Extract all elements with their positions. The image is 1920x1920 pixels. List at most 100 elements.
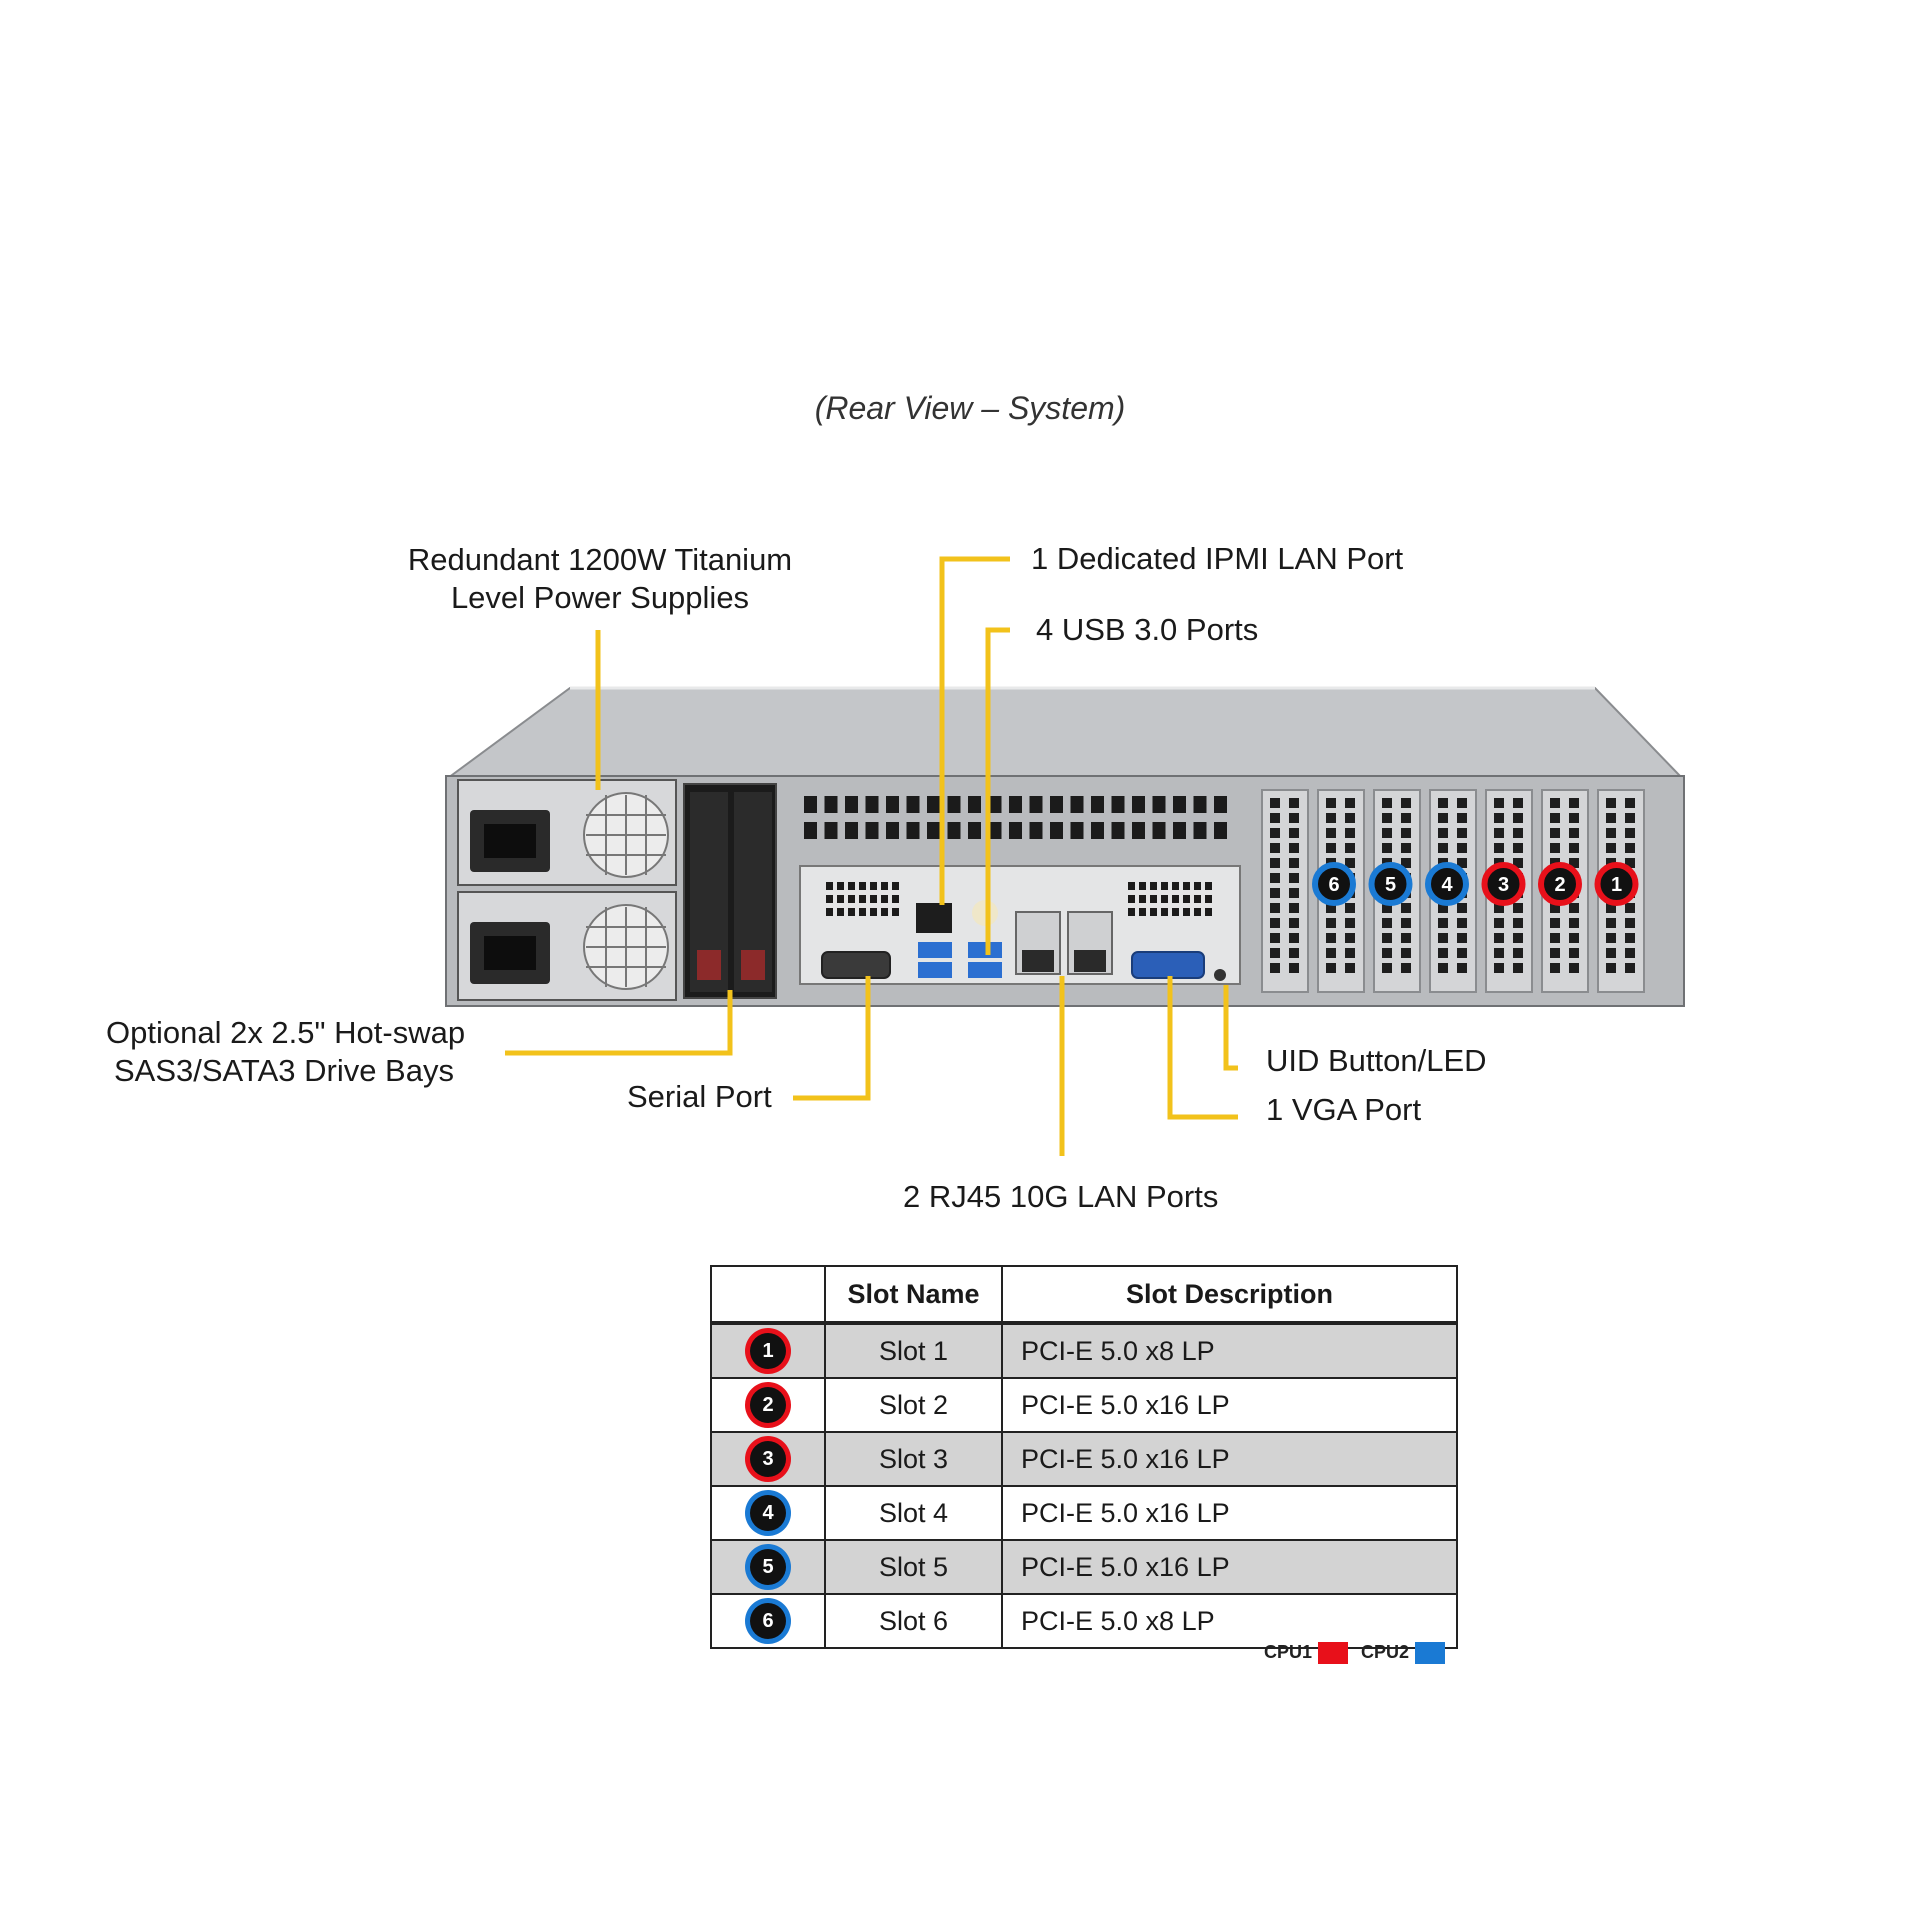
vent-hole xyxy=(1569,918,1579,928)
vent-hole xyxy=(1270,858,1280,868)
vent-hole xyxy=(1029,822,1043,839)
vent-hole xyxy=(1270,933,1280,943)
vent-hole xyxy=(1326,903,1336,913)
vent-hole xyxy=(1550,798,1560,808)
vent-hole xyxy=(1270,948,1280,958)
vent-hole xyxy=(1070,822,1084,839)
vent-hole xyxy=(1345,918,1355,928)
vent-hole xyxy=(1625,858,1635,868)
slot-desc-cell: PCI-E 5.0 x8 LP xyxy=(1001,1593,1458,1649)
vent-hole xyxy=(1132,796,1145,813)
vent-hole xyxy=(845,796,858,813)
vent-hole xyxy=(1194,908,1201,916)
usb-port-3 xyxy=(968,942,1002,958)
vent-hole xyxy=(1270,963,1280,973)
legend-cpu1-swatch xyxy=(1318,1642,1349,1665)
rear-slot-number: 6 xyxy=(1328,874,1339,896)
vent-hole xyxy=(1289,813,1299,823)
rear-slot-badge xyxy=(1425,862,1469,906)
psu-label: Redundant 1200W Titanium Level Power Sup… xyxy=(390,541,810,617)
table-row: 3 Slot 3 PCI-E 5.0 x16 LP xyxy=(710,1431,1458,1487)
vent-hole xyxy=(1270,873,1280,883)
vent-hole xyxy=(1550,828,1560,838)
vent-hole xyxy=(968,822,981,839)
vent-hole xyxy=(1513,918,1523,928)
vent-hole xyxy=(1326,948,1336,958)
vent-hole xyxy=(906,822,920,839)
vent-hole xyxy=(1345,858,1355,868)
vent-hole xyxy=(1183,882,1190,890)
vent-hole xyxy=(1625,903,1635,913)
vent-hole xyxy=(1569,963,1579,973)
vent-hole xyxy=(892,895,899,903)
vent-hole xyxy=(1606,963,1616,973)
vent-hole xyxy=(1438,948,1448,958)
vent-hole xyxy=(1550,933,1560,943)
vent-hole xyxy=(1289,873,1299,883)
legend-cpu2-label: CPU2 xyxy=(1361,1642,1410,1662)
vent-hole xyxy=(881,882,888,890)
vent-hole xyxy=(1625,813,1635,823)
vent-hole xyxy=(1382,813,1392,823)
vent-hole xyxy=(1401,963,1411,973)
usb-header xyxy=(972,900,998,926)
ipmi-label: 1 Dedicated IPMI LAN Port xyxy=(1031,541,1404,576)
ipmi-lan-port xyxy=(916,903,952,933)
vent-hole xyxy=(1139,895,1146,903)
rear-slot-number: 2 xyxy=(1554,874,1565,896)
vent-hole xyxy=(1606,798,1616,808)
vent-hole xyxy=(947,796,961,813)
vent-hole xyxy=(1382,963,1392,973)
vent-hole xyxy=(947,822,961,839)
vent-hole xyxy=(1205,882,1212,890)
table-row: 4 Slot 4 PCI-E 5.0 x16 LP xyxy=(710,1485,1458,1541)
vent-hole xyxy=(1091,796,1104,813)
io-vent-right xyxy=(1128,882,1212,916)
vent-hole xyxy=(1457,933,1467,943)
vent-hole xyxy=(1550,918,1560,928)
rear-slot-number: 4 xyxy=(1441,874,1453,896)
vent-hole xyxy=(848,895,855,903)
vent-hole xyxy=(1270,903,1280,913)
vent-hole xyxy=(1569,903,1579,913)
cpu-legend: CPU1 CPU2 xyxy=(1264,1642,1453,1665)
vent-hole xyxy=(826,908,833,916)
vent-hole xyxy=(1457,918,1467,928)
vent-hole xyxy=(1345,798,1355,808)
vga-label: 1 VGA Port xyxy=(1266,1092,1422,1127)
power-supply-2 xyxy=(457,891,677,1001)
vent-hole xyxy=(1438,798,1448,808)
vent-hole xyxy=(1625,843,1635,853)
table-row: 6 Slot 6 PCI-E 5.0 x8 LP xyxy=(710,1593,1458,1649)
vent-hole xyxy=(1345,828,1355,838)
vent-hole xyxy=(1009,796,1022,813)
vent-hole xyxy=(1382,798,1392,808)
slot-table: Slot Name Slot Description 1 Slot 1 PCI-… xyxy=(710,1265,1458,1649)
vent-hole xyxy=(1194,882,1201,890)
vent-hole xyxy=(845,822,858,839)
vent-hole xyxy=(1494,948,1504,958)
vent-hole xyxy=(1606,813,1616,823)
vent-hole xyxy=(1270,813,1280,823)
vent-hole xyxy=(1625,948,1635,958)
vent-hole xyxy=(1009,822,1022,839)
vent-hole xyxy=(1214,822,1227,839)
slot-desc-cell: PCI-E 5.0 x16 LP xyxy=(1001,1485,1458,1541)
vent-hole xyxy=(886,796,899,813)
vent-hole xyxy=(1438,813,1448,823)
legend-cpu1-label: CPU1 xyxy=(1264,1642,1313,1662)
slot-badge: 2 xyxy=(750,1387,786,1423)
legend-cpu2-swatch xyxy=(1415,1642,1446,1665)
vent-hole xyxy=(1345,933,1355,943)
psu-label-line2: Level Power Supplies xyxy=(450,580,750,615)
vent-hole xyxy=(1091,822,1104,839)
vent-hole xyxy=(1289,828,1299,838)
slot-desc-cell: PCI-E 5.0 x8 LP xyxy=(1001,1322,1458,1379)
slot-name-cell: Slot 5 xyxy=(824,1539,1003,1595)
vent-hole xyxy=(1326,963,1336,973)
rear-slot-number: 1 xyxy=(1611,874,1622,896)
drive-bays-label-line2: SAS3/SATA3 Drive Bays xyxy=(114,1053,454,1088)
vent-hole xyxy=(1183,895,1190,903)
